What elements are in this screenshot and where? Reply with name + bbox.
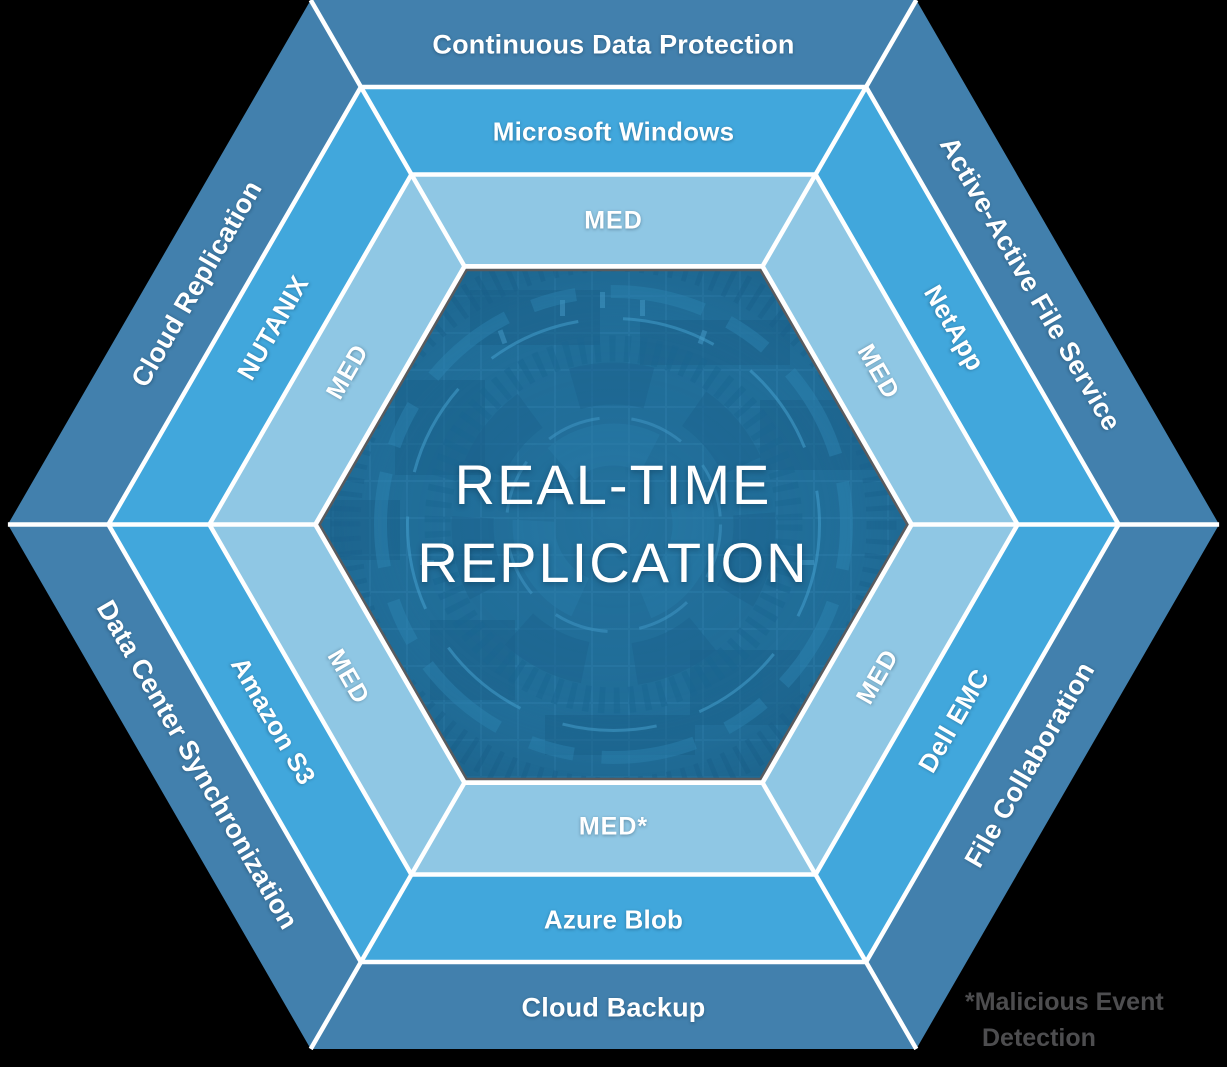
footnote: *Malicious Event Detection: [965, 984, 1164, 1056]
footnote-line1: *Malicious Event: [965, 988, 1164, 1016]
center-hexagon-border: [318, 268, 909, 781]
footnote-line2: Detection: [982, 1024, 1096, 1052]
spoke-bottom-left: [308, 781, 467, 1051]
spoke-bottom-right: [760, 781, 919, 1051]
corner-spokes: [7, 0, 1220, 1051]
spoke-top-right: [760, 0, 919, 268]
spoke-top-left: [308, 0, 467, 268]
center-tech-pattern: [315, 266, 912, 783]
